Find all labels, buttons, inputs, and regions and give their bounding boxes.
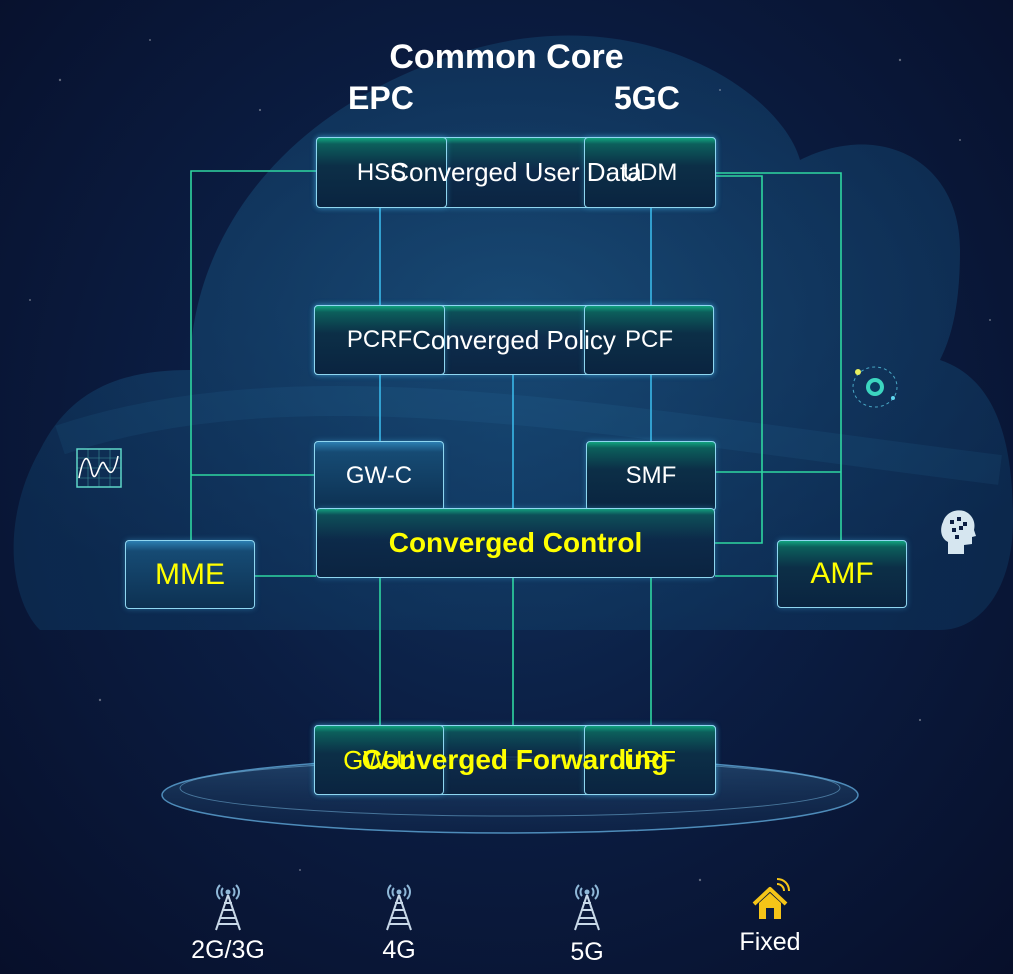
gw-u-node: GW-U bbox=[314, 725, 444, 795]
gw-c-node: GW-C bbox=[314, 441, 444, 511]
converged-policy-label: Converged Policy bbox=[412, 324, 616, 355]
planet-orbit-icon bbox=[852, 366, 898, 408]
access-label: 4G bbox=[382, 936, 416, 964]
converged-user-data-label: Converged User Data bbox=[390, 157, 642, 187]
waveform-chart-icon bbox=[76, 448, 122, 488]
5gc-column-header: 5GC bbox=[614, 80, 680, 116]
antenna-tower-icon bbox=[215, 884, 241, 931]
hss-node: HSS bbox=[316, 137, 447, 208]
pcrf-node: PCRF bbox=[314, 305, 445, 375]
antenna-tower-icon bbox=[574, 884, 600, 931]
mme-node: MME bbox=[125, 540, 255, 609]
access-fixed: Fixed bbox=[730, 878, 810, 957]
converged-forwarding-label-wrap: Converged Forwarding bbox=[314, 725, 716, 795]
access-4g: 4G bbox=[372, 880, 426, 965]
home-wifi-icon bbox=[752, 878, 790, 919]
diagram-title: Common Core bbox=[389, 38, 624, 76]
ai-head-icon bbox=[941, 510, 976, 554]
access-2g3g: 2G/3G bbox=[186, 880, 270, 965]
access-label: 5G bbox=[570, 938, 604, 966]
converged-user-data-label-wrap: Converged User Data bbox=[316, 137, 716, 208]
access-label: Fixed bbox=[739, 928, 801, 956]
pcf-node: PCF bbox=[584, 305, 714, 375]
converged-control-label: Converged Control bbox=[388, 527, 643, 558]
epc-column-header: EPC bbox=[348, 80, 414, 116]
antenna-tower-icon bbox=[386, 884, 412, 931]
udm-node: UDM bbox=[584, 137, 716, 208]
access-5g: 5G bbox=[560, 880, 614, 967]
access-label: 2G/3G bbox=[191, 936, 265, 964]
amf-node: AMF bbox=[777, 540, 907, 608]
converged-forwarding-label: Converged Forwarding bbox=[361, 744, 669, 775]
smf-node: SMF bbox=[586, 441, 716, 511]
converged-policy-label-wrap: Converged Policy bbox=[314, 305, 714, 375]
upf-node: UPF bbox=[584, 725, 716, 795]
converged-control-box: Converged Control bbox=[316, 508, 715, 578]
